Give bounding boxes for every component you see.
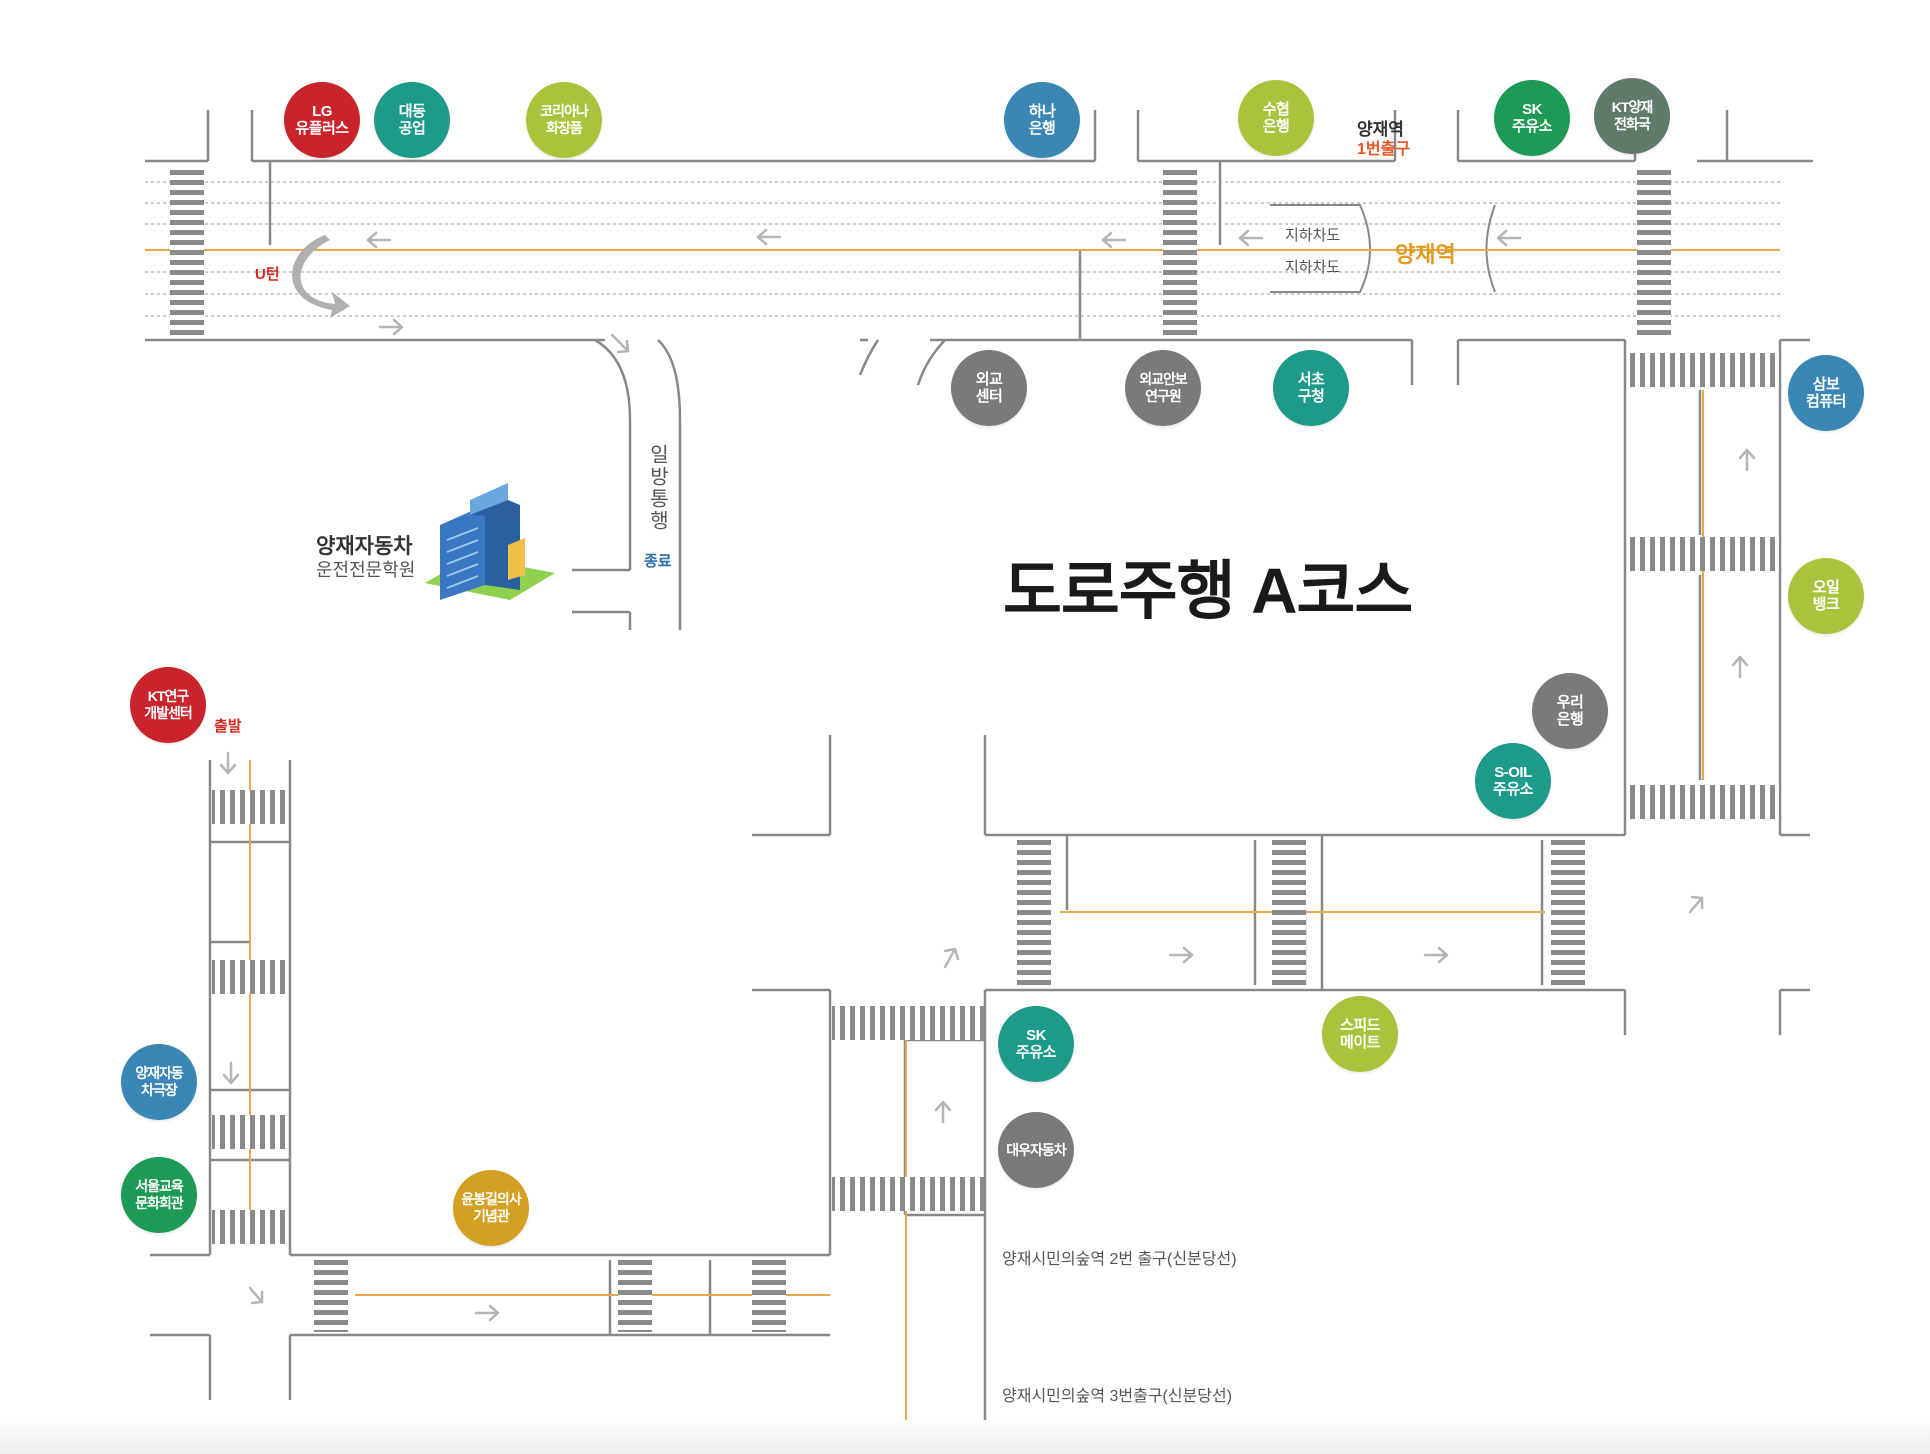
citizen-forest-exit-2: 양재시민의숲역 2번 출구(신분당선): [1002, 1251, 1237, 1268]
landmark-daewoo: 대우자동차: [998, 1112, 1074, 1188]
landmark-daedong: 대동 공업: [374, 82, 450, 158]
one-way-label: 일방통행: [646, 444, 668, 532]
school-name: 양재자동차: [316, 535, 413, 558]
landmark-woori-bank: 우리 은행: [1532, 673, 1608, 749]
bottom-fade: [0, 1420, 1930, 1454]
landmark-oegyo-center: 외교 센터: [951, 350, 1027, 426]
start-label: 출발: [214, 718, 242, 735]
school-subtitle: 운전전문학원: [316, 560, 416, 580]
landmark-yangjae-garage: 양재자동 차극장: [121, 1044, 197, 1120]
landmark-sk-top: SK 주유소: [1494, 80, 1570, 156]
landmark-seocho-office: 서초 구청: [1273, 350, 1349, 426]
landmark-korea-ana: 코리아나 화장품: [526, 82, 602, 158]
yangjae-exit-label: 양재역: [1357, 120, 1404, 139]
landmark-oil-bank: 오일 뱅크: [1788, 558, 1864, 634]
course-title: 도로주행 A코스: [1003, 555, 1413, 627]
yangjae-station-label: 양재역: [1395, 242, 1456, 267]
exit-1-label: 1번출구: [1357, 141, 1411, 158]
landmark-lg-uplus: LG 유플러스: [284, 82, 360, 158]
uturn-label: U턴: [255, 266, 280, 283]
citizen-forest-exit-3: 양재시민의숲역 3번출구(신분당선): [1002, 1388, 1233, 1405]
landmark-seoul-edu: 서울교육 문화회관: [121, 1157, 197, 1233]
landmark-kt-yangjae: KT양재 전화국: [1594, 78, 1670, 154]
landmark-hana-bank: 하나 은행: [1004, 82, 1080, 158]
landmark-kt-research: KT연구 개발센터: [130, 667, 206, 743]
uturn-arrow-icon: [292, 235, 350, 318]
landmark-sambo: 삼보 컴퓨터: [1788, 355, 1864, 431]
landmark-s-oil: S-OIL 주유소: [1475, 743, 1551, 819]
landmark-sk-bottom: SK 주유소: [998, 1006, 1074, 1082]
end-label: 종료: [644, 553, 672, 570]
landmark-oegyo-anbo: 외교안보 연구원: [1125, 350, 1201, 426]
underpass-label-1: 지하차도: [1285, 227, 1341, 244]
landmark-yunbonggil: 윤봉길의사 기념관: [453, 1170, 529, 1246]
underpass-label-2: 지하차도: [1285, 259, 1341, 276]
landmark-speedmate: 스피드 메이트: [1322, 996, 1398, 1072]
driving-school-building-icon: [425, 483, 555, 600]
landmark-suhyup-bank: 수협 은행: [1238, 80, 1314, 156]
